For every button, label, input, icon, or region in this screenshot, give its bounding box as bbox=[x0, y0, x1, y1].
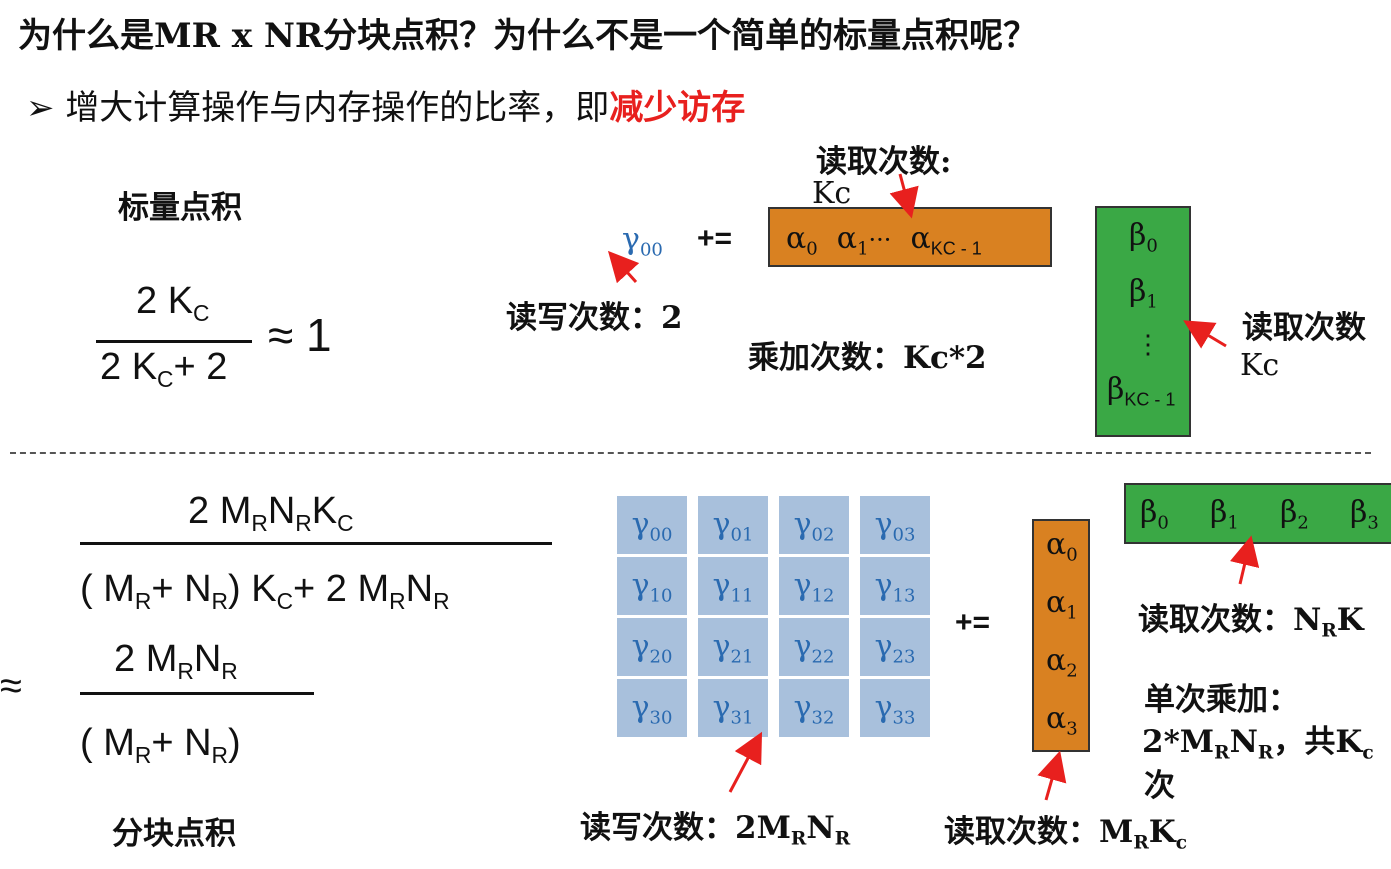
block-muladd-line3: 次 bbox=[1144, 768, 1175, 804]
scalar-label: 标量点积 bbox=[118, 190, 242, 226]
block-muladd-line2: 2*MRNR，共Kc bbox=[1142, 724, 1374, 764]
beta-kc: βKC - 1 bbox=[1107, 372, 1176, 410]
bullet-marker: ➢ bbox=[26, 88, 55, 128]
gamma-cell: γ00 bbox=[617, 496, 687, 554]
alpha-item: α3 bbox=[1046, 701, 1078, 740]
scalar-read-a-label: 读取次数: bbox=[816, 144, 952, 180]
alpha-row-vector: α0 α1··· αKC - 1 bbox=[768, 207, 1052, 267]
scalar-read-b-label: 读取次数 bbox=[1242, 310, 1366, 346]
arrow-block-rw bbox=[728, 731, 763, 793]
gamma-cell: γ11 bbox=[698, 557, 768, 615]
scalar-numerator: 2 KC bbox=[136, 280, 210, 326]
bullet-text: 增大计算操作与内存操作的比率，即 bbox=[65, 88, 610, 128]
block-frac2-denominator: ( MR+ NR) bbox=[80, 722, 241, 768]
alpha-item: α2 bbox=[1046, 643, 1078, 682]
fraction-bar bbox=[96, 340, 252, 343]
bullet-line: ➢ 增大计算操作与内存操作的比率，即减少访存 bbox=[26, 80, 745, 129]
arrow-read-a bbox=[889, 173, 919, 219]
gamma-cell: γ32 bbox=[779, 679, 849, 737]
beta-row-vector: β0 β1 β2 β3 bbox=[1124, 483, 1391, 544]
block-fraction-2: 2 MRNR ( MR+ NR) bbox=[80, 638, 330, 778]
block-rw-label: 读写次数：2MRNR bbox=[580, 810, 851, 850]
scalar-read-a-value: Kc bbox=[812, 176, 852, 211]
beta-dots: ⋮ bbox=[1135, 330, 1161, 360]
arrow-rw bbox=[607, 250, 640, 284]
beta-item: β0 bbox=[1140, 495, 1169, 534]
arrow-read-b bbox=[1183, 320, 1227, 349]
scalar-rw-label: 读写次数：2 bbox=[506, 300, 683, 336]
fraction-bar bbox=[80, 692, 314, 695]
arrow-block-read-a bbox=[1037, 750, 1067, 801]
page-title: 为什么是MR x NR分块点积？为什么不是一个简单的标量点积呢？ bbox=[18, 16, 1038, 56]
alpha-item: α1 bbox=[1046, 585, 1078, 624]
beta-item: β1 bbox=[1210, 495, 1239, 534]
fraction-bar bbox=[80, 542, 552, 545]
block-frac1-numerator: 2 MRNRKC bbox=[188, 490, 354, 536]
gamma-cell: γ03 bbox=[860, 496, 930, 554]
arrow-block-read-b bbox=[1229, 535, 1260, 585]
beta-item: β2 bbox=[1280, 495, 1309, 534]
alpha-row-items: α0 α1··· αKC - 1 bbox=[786, 221, 982, 260]
alpha-item: α0 bbox=[1046, 527, 1078, 566]
scalar-approx: ≈ 1 bbox=[268, 309, 332, 361]
beta-item: β3 bbox=[1350, 495, 1379, 534]
beta-1: β1 bbox=[1129, 274, 1158, 313]
block-muladd-line1: 单次乘加： bbox=[1144, 682, 1299, 718]
gamma-cell: γ13 bbox=[860, 557, 930, 615]
gamma-cell: γ20 bbox=[617, 618, 687, 676]
block-frac2-numerator: 2 MRNR bbox=[114, 638, 238, 684]
scalar-fraction: 2 KC 2 KC+ 2 bbox=[96, 280, 266, 392]
bullet-highlight: 减少访存 bbox=[609, 88, 746, 128]
block-approx: ≈ bbox=[0, 664, 22, 708]
gamma-cell: γ01 bbox=[698, 496, 768, 554]
block-label: 分块点积 bbox=[112, 816, 236, 852]
block-fraction-1: 2 MRNRKC ( MR+ NR) KC+ 2 MRNR bbox=[80, 490, 560, 630]
block-frac1-denominator: ( MR+ NR) KC+ 2 MRNR bbox=[80, 568, 450, 614]
gamma-cell: γ10 bbox=[617, 557, 687, 615]
block-read-a-label: 读取次数：MRKc bbox=[944, 814, 1188, 854]
gamma-cell: γ33 bbox=[860, 679, 930, 737]
gamma-cell: γ02 bbox=[779, 496, 849, 554]
gamma-00: γ00 bbox=[622, 222, 663, 261]
gamma-cell: γ12 bbox=[779, 557, 849, 615]
gamma-cell: γ21 bbox=[698, 618, 768, 676]
beta-column-vector: β0 β1 ⋮ βKC - 1 bbox=[1095, 206, 1191, 437]
alpha-column-vector: α0 α1 α2 α3 bbox=[1032, 519, 1090, 752]
block-read-b-label: 读取次数：NRK bbox=[1138, 602, 1364, 642]
gamma-cell: γ22 bbox=[779, 618, 849, 676]
scalar-read-b-value: Kc bbox=[1240, 348, 1280, 383]
plus-equals: += bbox=[697, 222, 733, 255]
gamma-cell: γ31 bbox=[698, 679, 768, 737]
gamma-cell: γ23 bbox=[860, 618, 930, 676]
gamma-cell: γ30 bbox=[617, 679, 687, 737]
beta-0: β0 bbox=[1129, 218, 1158, 257]
block-plus-equals: += bbox=[955, 606, 991, 639]
scalar-muladd-label: 乘加次数：Kc*2 bbox=[748, 340, 987, 376]
section-divider bbox=[10, 452, 1371, 454]
scalar-denominator: 2 KC+ 2 bbox=[100, 346, 228, 392]
